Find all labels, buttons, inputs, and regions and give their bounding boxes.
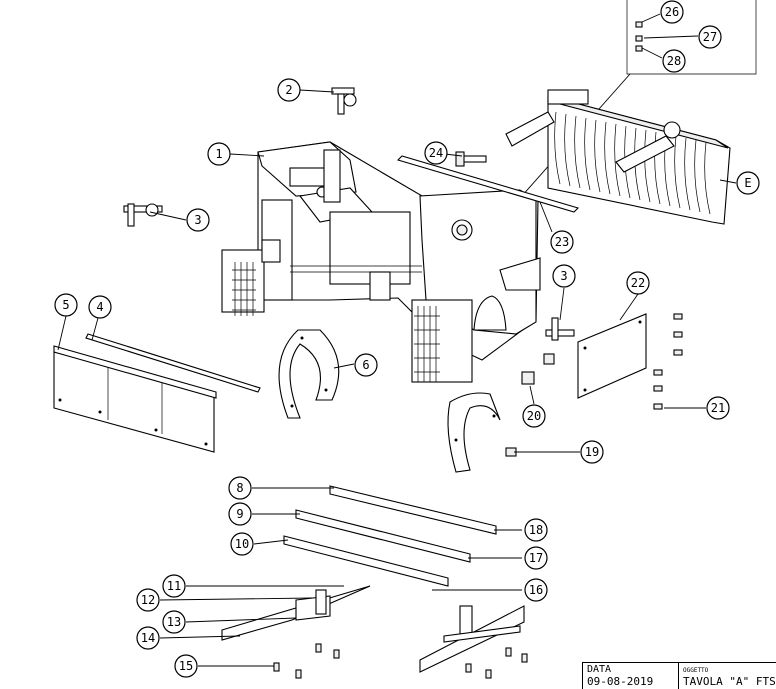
svg-text:11: 11 (167, 579, 181, 593)
callout-22: 22 (626, 271, 650, 295)
svg-text:12: 12 (141, 593, 155, 607)
callout-13: 13 (162, 610, 186, 634)
arc-plate-6 (278, 329, 340, 419)
date-cell: DATA 09-08-2019 (583, 663, 679, 689)
svg-text:2: 2 (285, 83, 292, 97)
date-label: DATA (587, 664, 612, 675)
svg-text:6: 6 (362, 358, 369, 372)
main-frame (221, 141, 541, 383)
rod-4 (85, 333, 261, 393)
roller-comb-assembly (505, 89, 731, 225)
chain-curtain-right (414, 306, 440, 382)
arc-plate-19 (447, 392, 501, 473)
svg-text:17: 17 (529, 551, 543, 565)
svg-text:14: 14 (141, 631, 155, 645)
svg-text:28: 28 (667, 54, 681, 68)
svg-text:4: 4 (96, 300, 103, 314)
skid-left (221, 585, 371, 641)
svg-text:26: 26 (665, 5, 679, 19)
svg-text:8: 8 (236, 481, 243, 495)
svg-text:22: 22 (631, 276, 645, 290)
callout-23: 23 (550, 230, 574, 254)
callout-28: 28 (662, 49, 686, 73)
subject-value: TAVOLA "A" FTS (683, 675, 776, 688)
svg-text:23: 23 (555, 235, 569, 249)
pin-3-right (521, 317, 575, 385)
callout-17: 17 (524, 546, 548, 570)
callout-14: 14 (136, 626, 160, 650)
pin-3-left (123, 203, 163, 227)
svg-text:27: 27 (703, 30, 717, 44)
subject-cell: OGGETTO TAVOLA "A" FTS (679, 663, 776, 689)
pin-2 (331, 87, 357, 115)
svg-text:15: 15 (179, 659, 193, 673)
svg-text:E: E (744, 176, 751, 190)
subject-label: OGGETTO (683, 667, 709, 674)
svg-text:18: 18 (529, 523, 543, 537)
callout-21: 21 (706, 396, 730, 420)
callout-12: 12 (136, 588, 160, 612)
callout-16: 16 (524, 578, 548, 602)
svg-text:10: 10 (235, 537, 249, 551)
chain-curtain-left (232, 262, 256, 316)
leader-lines (57, 13, 737, 667)
callout-19: 19 (580, 440, 604, 464)
detail-bolts (635, 21, 643, 52)
strip-8 (329, 485, 497, 535)
callout-20: 20 (522, 404, 546, 428)
svg-text:13: 13 (167, 615, 181, 629)
callout-15: 15 (174, 654, 198, 678)
callout-E: E (736, 171, 760, 195)
strip-10 (283, 535, 449, 587)
callout-27: 27 (698, 25, 722, 49)
side-cover-22 (577, 313, 647, 399)
callout-5: 5 (54, 293, 78, 317)
bolt-24 (455, 151, 487, 167)
callout-10: 10 (230, 532, 254, 556)
svg-text:1: 1 (215, 147, 222, 161)
title-block: DATA 09-08-2019 OGGETTO TAVOLA "A" FTS (582, 662, 776, 689)
svg-text:19: 19 (585, 445, 599, 459)
callout-6: 6 (354, 353, 378, 377)
callout-18: 18 (524, 518, 548, 542)
bolts-15 (273, 643, 528, 679)
callout-3-right: 3 (552, 264, 576, 288)
svg-text:20: 20 (527, 409, 541, 423)
screws-21 (653, 313, 683, 410)
shaft-23 (396, 155, 580, 213)
callout-9: 9 (228, 502, 252, 526)
skid-right (419, 605, 525, 673)
svg-text:3: 3 (560, 269, 567, 283)
callout-8: 8 (228, 476, 252, 500)
callout-11: 11 (162, 574, 186, 598)
strip-9 (295, 509, 471, 563)
svg-text:9: 9 (236, 507, 243, 521)
callout-2: 2 (277, 78, 301, 102)
date-value: 09-08-2019 (587, 675, 654, 688)
callout-3-left: 3 (186, 208, 210, 232)
svg-text:3: 3 (194, 213, 201, 227)
callout-26: 26 (660, 0, 684, 24)
svg-text:24: 24 (429, 146, 443, 160)
svg-text:21: 21 (711, 401, 725, 415)
callout-4: 4 (88, 295, 112, 319)
callout-1: 1 (207, 142, 231, 166)
detail-box (626, 0, 757, 75)
svg-text:5: 5 (62, 298, 69, 312)
svg-text:16: 16 (529, 583, 543, 597)
front-guard-5 (53, 345, 217, 453)
callout-24: 24 (424, 141, 448, 165)
